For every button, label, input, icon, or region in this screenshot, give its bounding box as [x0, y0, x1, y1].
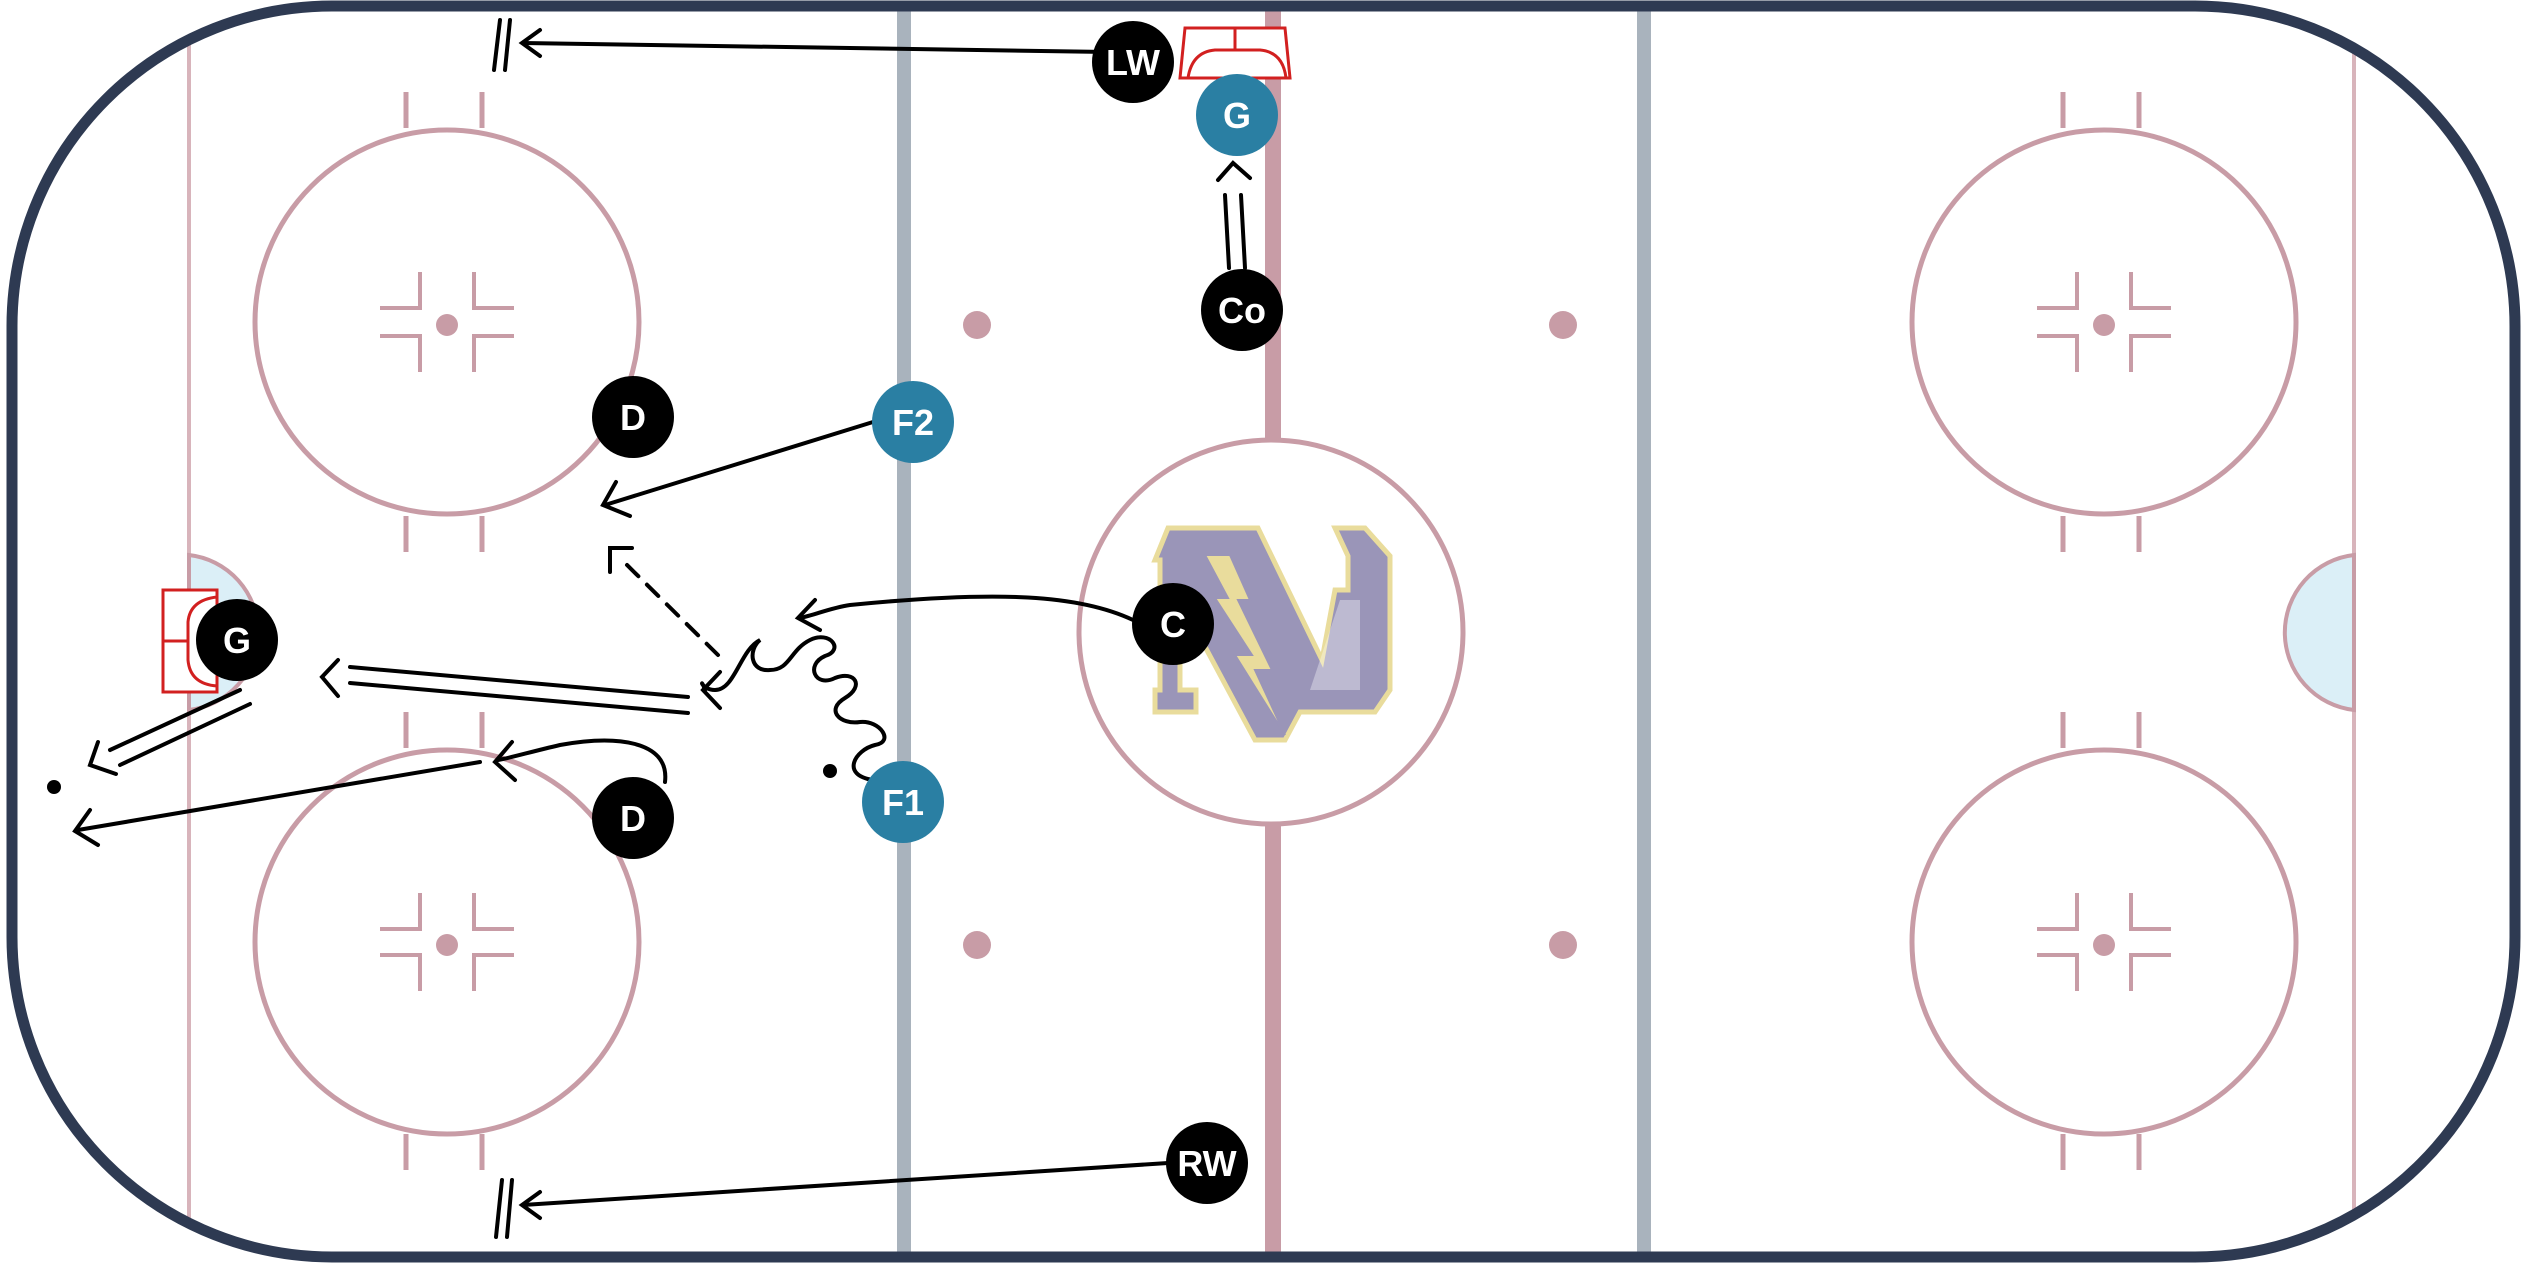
arrowhead — [518, 1190, 542, 1220]
player-rw[interactable]: RW — [1166, 1122, 1248, 1204]
path-g-pass-a — [108, 688, 242, 752]
arrowhead — [600, 480, 632, 518]
faceoff-dot-bottom-left — [436, 934, 458, 956]
path-dashed-pass — [623, 561, 720, 657]
neutral-dot-3 — [1549, 311, 1577, 339]
lightning-bolt-icon — [1203, 554, 1286, 736]
player-label: D — [620, 397, 646, 438]
rink-boards — [6, 0, 2521, 1263]
center-ice-logo: ND — [1151, 525, 1393, 743]
net-left — [161, 588, 219, 694]
player-f2[interactable]: F2 — [872, 381, 954, 463]
player-label: F2 — [892, 402, 934, 443]
path-co-pass-a — [1223, 193, 1231, 270]
player-co[interactable]: Co — [1201, 269, 1283, 351]
arrowhead — [608, 546, 634, 574]
path-f1-wiggle — [700, 635, 887, 782]
blue-line-left — [897, 6, 911, 1257]
faceoff-dot-bottom-right — [2093, 934, 2115, 956]
player-d-bottom[interactable]: D — [592, 777, 674, 859]
blue-line-right — [1637, 6, 1651, 1257]
player-label: G — [223, 620, 251, 661]
arrowhead — [72, 808, 100, 847]
player-g-left[interactable]: G — [196, 599, 278, 681]
faceoff-circle-bottom-right — [1909, 712, 2299, 1170]
player-f1[interactable]: F1 — [862, 761, 944, 843]
arrowhead — [87, 740, 118, 776]
net-top — [1178, 26, 1292, 80]
path-lw-pass — [521, 41, 1110, 54]
player-label: LW — [1106, 42, 1160, 83]
player-label: RW — [1177, 1143, 1236, 1184]
path-c-skate — [798, 594, 1135, 622]
player-label: F1 — [882, 782, 924, 823]
faceoff-circle-top-right — [1909, 92, 2299, 552]
path-rw-pass — [521, 1161, 1170, 1207]
player-label: G — [1223, 95, 1251, 136]
arrowhead — [518, 28, 542, 58]
player-label: C — [1160, 604, 1186, 645]
path-d-bottom-pass — [76, 760, 482, 832]
player-label: D — [620, 798, 646, 839]
puck-2 — [823, 764, 837, 778]
arrowhead — [794, 598, 822, 632]
arrowhead — [1216, 160, 1252, 182]
path-double-pass-a — [348, 665, 690, 699]
neutral-dot-4 — [1549, 931, 1577, 959]
goal-crease-right — [2282, 552, 2356, 713]
player-c[interactable]: C — [1132, 583, 1214, 665]
path-f2-skate — [603, 420, 875, 507]
path-co-pass-b — [1239, 193, 1247, 270]
faceoff-circle-bottom-left — [252, 712, 642, 1170]
arrowhead — [319, 658, 340, 698]
neutral-dot-1 — [963, 311, 991, 339]
arrowhead — [700, 670, 722, 710]
path-double-pass-b — [348, 681, 690, 715]
player-g-top[interactable]: G — [1196, 74, 1278, 156]
path-d-bottom-skate — [496, 738, 668, 784]
arrowhead — [492, 740, 517, 782]
neutral-dot-2 — [963, 931, 991, 959]
puck-1 — [47, 780, 61, 794]
player-d-top[interactable]: D — [592, 376, 674, 458]
faceoff-dot-top-right — [2093, 314, 2115, 336]
faceoff-circle-top-left — [252, 92, 642, 552]
player-label: Co — [1218, 290, 1266, 331]
path-g-pass-b — [118, 702, 252, 767]
play-paths — [72, 18, 1252, 1239]
faceoff-dot-top-left — [436, 314, 458, 336]
player-lw[interactable]: LW — [1092, 21, 1174, 103]
